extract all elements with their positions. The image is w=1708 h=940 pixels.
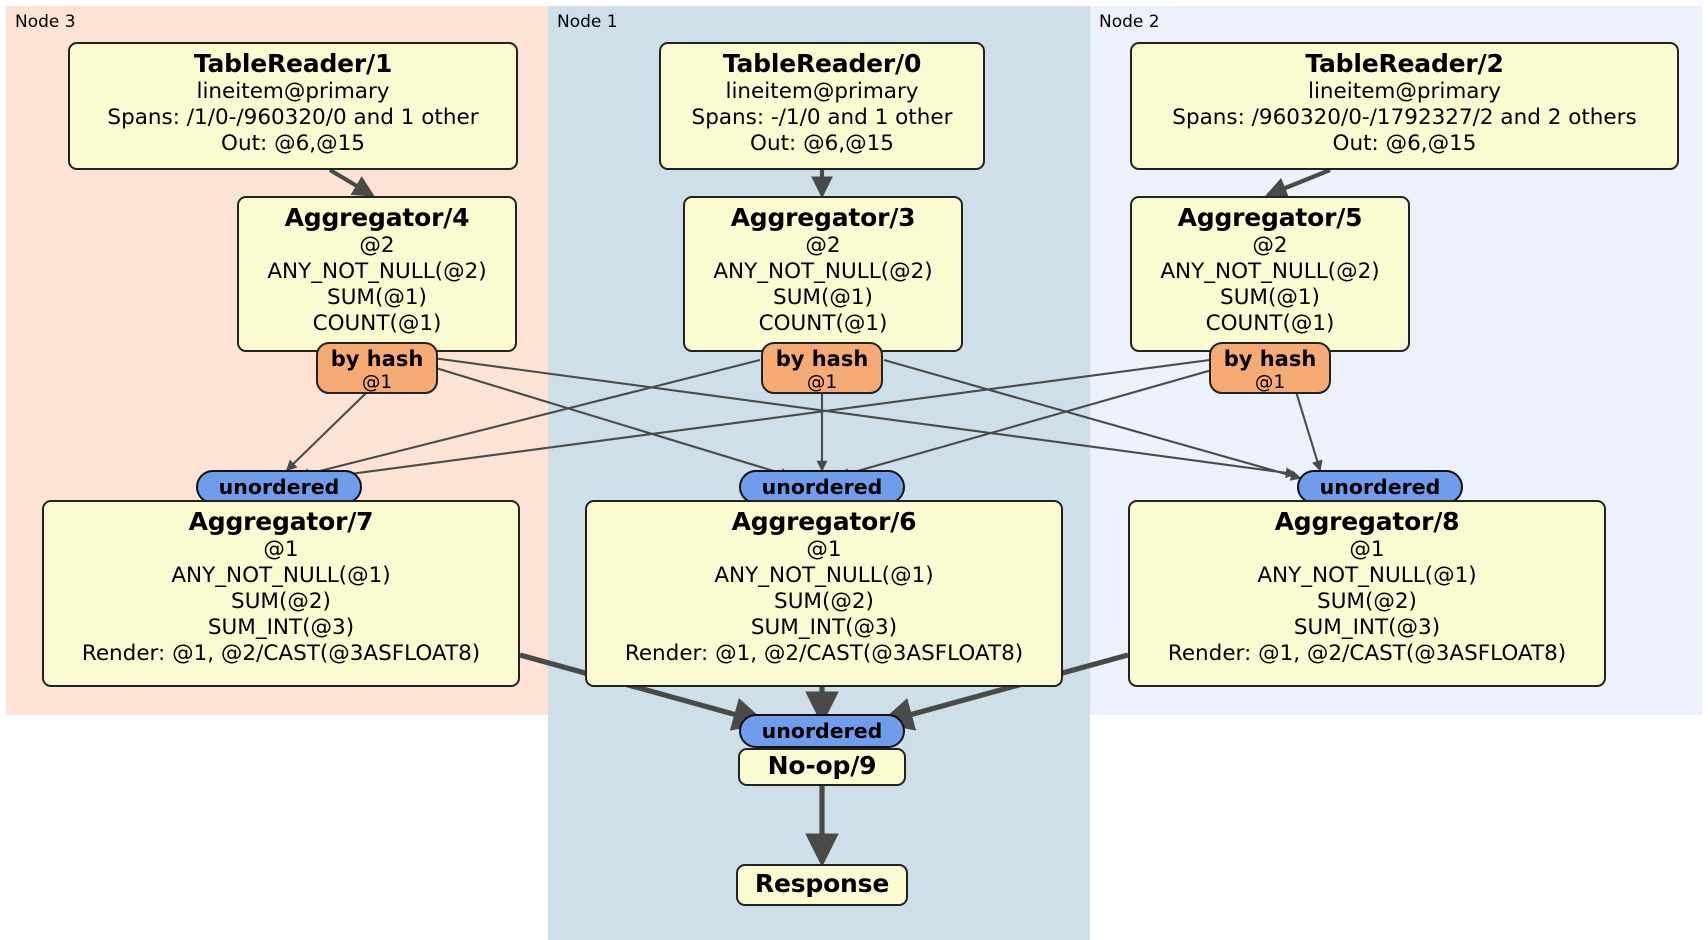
unordered-sync-right[interactable]: unordered bbox=[1297, 470, 1463, 504]
aggregator-6-group: @1 bbox=[806, 537, 842, 563]
panel-node-1-label: Node 1 bbox=[557, 12, 618, 32]
aggregator-3-agg-0: ANY_NOT_NULL(@2) bbox=[713, 259, 933, 285]
aggregator-7-agg-0: ANY_NOT_NULL(@1) bbox=[171, 563, 391, 589]
aggregator-3-title: Aggregator/3 bbox=[730, 203, 916, 232]
aggregator-7-agg-2: SUM_INT(@3) bbox=[207, 615, 355, 641]
aggregator-5-agg-1: SUM(@1) bbox=[1220, 285, 1320, 311]
table-reader-2-box[interactable]: TableReader/2 lineitem@primary Spans: /9… bbox=[1130, 42, 1679, 170]
table-reader-2-out: Out: @6,@15 bbox=[1332, 131, 1477, 157]
table-reader-2-table: lineitem@primary bbox=[1307, 79, 1502, 105]
noop-9-title: No-op/9 bbox=[767, 751, 877, 781]
table-reader-2-spans: Spans: /960320/0-/1792327/2 and 2 others bbox=[1172, 105, 1637, 131]
aggregator-4-agg-0: ANY_NOT_NULL(@2) bbox=[267, 259, 487, 285]
aggregator-8-render: Render: @1, @2/CAST(@3ASFLOAT8) bbox=[1167, 641, 1567, 667]
hash-router-right-column: @1 bbox=[1254, 371, 1286, 393]
aggregator-8-agg-0: ANY_NOT_NULL(@1) bbox=[1257, 563, 1477, 589]
aggregator-8-box[interactable]: Aggregator/8 @1 ANY_NOT_NULL(@1) SUM(@2)… bbox=[1128, 500, 1606, 687]
hash-router-right-label: by hash bbox=[1223, 347, 1317, 371]
aggregator-6-agg-0: ANY_NOT_NULL(@1) bbox=[714, 563, 934, 589]
table-reader-1-title: TableReader/1 bbox=[193, 49, 393, 78]
aggregator-6-agg-1: SUM(@2) bbox=[774, 589, 874, 615]
hash-router-right[interactable]: by hash @1 bbox=[1209, 342, 1331, 394]
table-reader-1-box[interactable]: TableReader/1 lineitem@primary Spans: /1… bbox=[68, 42, 518, 170]
aggregator-5-title: Aggregator/5 bbox=[1177, 203, 1363, 232]
hash-router-center[interactable]: by hash @1 bbox=[761, 342, 883, 394]
hash-router-left[interactable]: by hash @1 bbox=[316, 342, 438, 394]
hash-router-center-column: @1 bbox=[806, 371, 838, 393]
aggregator-6-title: Aggregator/6 bbox=[731, 507, 917, 536]
response-title: Response bbox=[754, 869, 890, 899]
table-reader-0-box[interactable]: TableReader/0 lineitem@primary Spans: -/… bbox=[659, 42, 985, 170]
aggregator-4-agg-1: SUM(@1) bbox=[327, 285, 427, 311]
unordered-sync-center[interactable]: unordered bbox=[739, 470, 905, 504]
aggregator-3-group: @2 bbox=[805, 233, 841, 259]
aggregator-4-agg-2: COUNT(@1) bbox=[312, 311, 442, 337]
hash-router-left-column: @1 bbox=[361, 371, 393, 393]
aggregator-7-box[interactable]: Aggregator/7 @1 ANY_NOT_NULL(@1) SUM(@2)… bbox=[42, 500, 520, 687]
aggregator-5-group: @2 bbox=[1252, 233, 1288, 259]
aggregator-3-box[interactable]: Aggregator/3 @2 ANY_NOT_NULL(@2) SUM(@1)… bbox=[683, 196, 963, 352]
aggregator-8-group: @1 bbox=[1349, 537, 1385, 563]
table-reader-1-table: lineitem@primary bbox=[196, 79, 390, 105]
aggregator-5-box[interactable]: Aggregator/5 @2 ANY_NOT_NULL(@2) SUM(@1)… bbox=[1130, 196, 1410, 352]
unordered-sync-left[interactable]: unordered bbox=[196, 470, 362, 504]
aggregator-3-agg-1: SUM(@1) bbox=[773, 285, 873, 311]
aggregator-8-agg-1: SUM(@2) bbox=[1317, 589, 1417, 615]
table-reader-0-table: lineitem@primary bbox=[725, 79, 919, 105]
aggregator-7-group: @1 bbox=[263, 537, 299, 563]
aggregator-4-title: Aggregator/4 bbox=[284, 203, 470, 232]
panel-node-2-label: Node 2 bbox=[1099, 12, 1160, 32]
final-unordered-sync[interactable]: unordered bbox=[739, 714, 905, 748]
aggregator-6-box[interactable]: Aggregator/6 @1 ANY_NOT_NULL(@1) SUM(@2)… bbox=[585, 500, 1063, 687]
table-reader-0-spans: Spans: -/1/0 and 1 other bbox=[691, 105, 953, 131]
aggregator-7-agg-1: SUM(@2) bbox=[231, 589, 331, 615]
table-reader-1-out: Out: @6,@15 bbox=[221, 131, 365, 157]
aggregator-5-agg-2: COUNT(@1) bbox=[1205, 311, 1335, 337]
aggregator-7-render: Render: @1, @2/CAST(@3ASFLOAT8) bbox=[81, 641, 481, 667]
aggregator-7-title: Aggregator/7 bbox=[188, 507, 374, 536]
aggregator-8-title: Aggregator/8 bbox=[1274, 507, 1460, 536]
table-reader-2-title: TableReader/2 bbox=[1305, 49, 1504, 78]
table-reader-0-title: TableReader/0 bbox=[722, 49, 922, 78]
aggregator-3-agg-2: COUNT(@1) bbox=[758, 311, 888, 337]
aggregator-8-agg-2: SUM_INT(@3) bbox=[1293, 615, 1441, 641]
aggregator-6-render: Render: @1, @2/CAST(@3ASFLOAT8) bbox=[624, 641, 1024, 667]
table-reader-0-out: Out: @6,@15 bbox=[750, 131, 894, 157]
noop-9-box[interactable]: No-op/9 bbox=[738, 748, 906, 786]
aggregator-6-agg-2: SUM_INT(@3) bbox=[750, 615, 898, 641]
aggregator-5-agg-0: ANY_NOT_NULL(@2) bbox=[1160, 259, 1380, 285]
table-reader-1-spans: Spans: /1/0-/960320/0 and 1 other bbox=[107, 105, 479, 131]
aggregator-4-group: @2 bbox=[359, 233, 395, 259]
hash-router-left-label: by hash bbox=[330, 347, 424, 371]
hash-router-center-label: by hash bbox=[775, 347, 869, 371]
panel-node-3-label: Node 3 bbox=[15, 12, 76, 32]
response-box[interactable]: Response bbox=[736, 864, 908, 906]
aggregator-4-box[interactable]: Aggregator/4 @2 ANY_NOT_NULL(@2) SUM(@1)… bbox=[237, 196, 517, 352]
